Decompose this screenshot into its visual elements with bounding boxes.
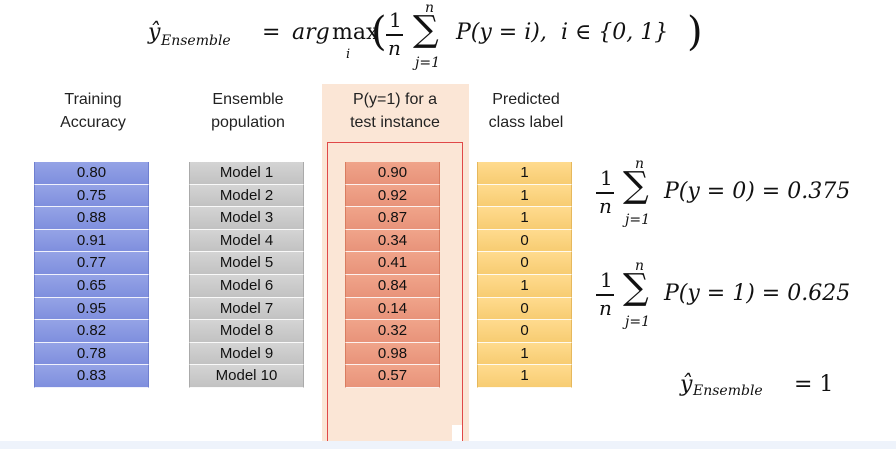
result0-frac-den: n (599, 194, 612, 218)
formula-sum-symbol: ∑ (413, 9, 439, 50)
prob-cell: 0.32 (345, 320, 440, 343)
model-cell: Model 10 (189, 365, 304, 388)
prob-cell: 0.92 (345, 184, 440, 208)
model-cell: Model 2 (189, 184, 304, 208)
accuracy-cell: 0.65 (34, 274, 149, 298)
result1-body: P(y = 1) = 0.625 (664, 281, 851, 306)
label-cell: 1 (477, 184, 572, 208)
prob-cell: 0.34 (345, 229, 440, 253)
label-cell: 1 (477, 207, 572, 230)
label-cell: 1 (477, 342, 572, 366)
formula-left-paren: ( (371, 9, 387, 55)
formula-argmax-arg: arg (292, 20, 330, 45)
formula-max-sub: i (346, 47, 351, 62)
result1-sum-lower: j=1 (625, 314, 650, 330)
label-cell: 1 (477, 162, 572, 185)
model-cell: Model 7 (189, 297, 304, 321)
formula-sum-upper: n (425, 0, 435, 16)
prob-cell: 0.84 (345, 274, 440, 298)
label-cell: 1 (477, 365, 572, 388)
prob-column-frame (327, 142, 463, 442)
label-cell: 0 (477, 320, 572, 343)
result1-frac-bar (596, 294, 614, 296)
model-cell: Model 8 (189, 320, 304, 343)
header-model: Ensemble population (211, 91, 285, 131)
label-cell: 0 (477, 297, 572, 321)
formula-condition: i ∈ {0, 1} (561, 20, 669, 45)
prob-cell: 0.57 (345, 365, 440, 388)
result-eq-class0: 1 n n ∑ j=1 P(y = 0) = 0.375 (596, 156, 886, 240)
header-label: Predicted class label (488, 91, 564, 131)
formula-lhs-sub: Ensemble (161, 33, 231, 49)
accuracy-cell: 0.83 (34, 365, 149, 388)
model-cell: Model 4 (189, 229, 304, 253)
result1-sum-symbol: ∑ (623, 267, 649, 308)
accuracy-cell: 0.82 (34, 320, 149, 343)
formula-lhs: ŷ (148, 20, 161, 45)
accuracy-cell: 0.95 (34, 297, 149, 321)
prob-cell: 0.87 (345, 207, 440, 230)
accuracy-cell: 0.78 (34, 342, 149, 366)
model-cell: Model 3 (189, 207, 304, 230)
ensemble-formula: ŷ Ensemble = arg max i ( 1 n n ∑ j=1 P(y… (0, 0, 896, 84)
result0-sum-symbol: ∑ (623, 165, 649, 206)
bottom-strip (0, 441, 896, 449)
label-cell: 0 (477, 229, 572, 253)
label-cell: 0 (477, 252, 572, 275)
final-lhs: ŷ (680, 372, 693, 397)
final-rhs: = 1 (794, 372, 834, 397)
accuracy-cell: 0.77 (34, 252, 149, 275)
header-prob: P(y=1) for a test instance (350, 91, 440, 131)
formula-frac-bar (386, 34, 403, 36)
accuracy-cell: 0.80 (34, 162, 149, 185)
model-cell: Model 5 (189, 252, 304, 275)
result-eq-class1: 1 n n ∑ j=1 P(y = 1) = 0.625 (596, 258, 886, 342)
result0-body: P(y = 0) = 0.375 (664, 179, 851, 204)
formula-sum-lower: j=1 (415, 55, 440, 71)
formula-frac-den: n (388, 36, 401, 60)
final-result: ŷ Ensemble = 1 (680, 372, 880, 408)
model-cell: Model 1 (189, 162, 304, 185)
result1-sum-upper: n (635, 258, 645, 274)
model-cell: Model 9 (189, 342, 304, 366)
result0-sum-lower: j=1 (625, 212, 650, 228)
prob-column: 0.90 0.92 0.87 0.34 0.41 0.84 0.14 0.32 … (345, 162, 440, 388)
label-column: 1 1 1 0 0 1 0 0 1 1 (477, 162, 572, 388)
result1-frac-num: 1 (600, 268, 613, 292)
result0-frac-num: 1 (600, 166, 613, 190)
model-column: Model 1 Model 2 Model 3 Model 4 Model 5 … (189, 162, 304, 388)
accuracy-cell: 0.88 (34, 207, 149, 230)
header-accuracy: Training Accuracy (60, 91, 126, 131)
white-notch (452, 425, 462, 441)
formula-equals: = (262, 20, 281, 45)
label-cell: 1 (477, 274, 572, 298)
result0-sum-upper: n (635, 156, 645, 172)
formula-frac-num: 1 (389, 8, 402, 32)
result1-frac-den: n (599, 296, 612, 320)
prob-cell: 0.14 (345, 297, 440, 321)
prob-cell: 0.41 (345, 252, 440, 275)
prob-cell: 0.98 (345, 342, 440, 366)
formula-body: P(y = i), (456, 20, 547, 45)
accuracy-column: 0.80 0.75 0.88 0.91 0.77 0.65 0.95 0.82 … (34, 162, 149, 388)
result0-frac-bar (596, 192, 614, 194)
formula-right-paren: ) (687, 9, 703, 55)
accuracy-cell: 0.91 (34, 229, 149, 253)
final-lhs-sub: Ensemble (693, 383, 763, 399)
prob-cell: 0.90 (345, 162, 440, 185)
formula-max: max (332, 20, 379, 45)
accuracy-cell: 0.75 (34, 184, 149, 208)
model-cell: Model 6 (189, 274, 304, 298)
